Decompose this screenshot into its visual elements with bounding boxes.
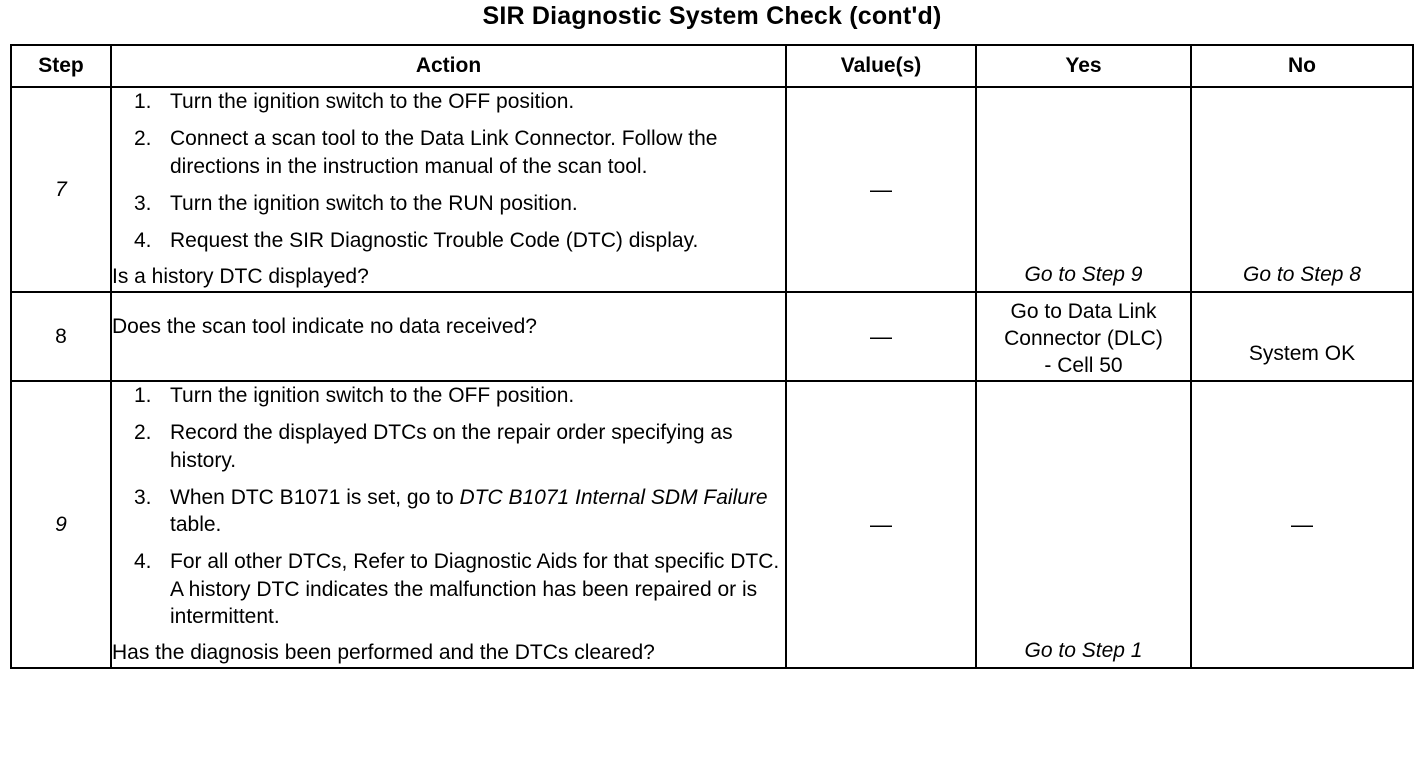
- action-item: 4. For all other DTCs, Refer to Diagnost…: [112, 548, 785, 630]
- diagnostic-table: Step Action Value(s) Yes No 7 1. Turn th…: [10, 44, 1414, 670]
- action-item-number: 2.: [134, 421, 152, 445]
- table-row: 8 Does the scan tool indicate no data re…: [10, 291, 1414, 382]
- action-item-number: 2.: [134, 127, 152, 151]
- no-cell: —: [1190, 379, 1414, 670]
- step-number: 8: [10, 291, 112, 382]
- value-text: —: [870, 323, 892, 349]
- action-item-text-before: When DTC B1071 is set, go to: [170, 485, 460, 509]
- action-cell: 1. Turn the ignition switch to the OFF p…: [110, 85, 787, 294]
- action-item-text: For all other DTCs, Refer to Diagnostic …: [170, 550, 780, 629]
- action-item-number: 3.: [134, 191, 152, 215]
- action-item: 3. Turn the ignition switch to the RUN p…: [112, 190, 785, 217]
- action-item-text: Turn the ignition switch to the RUN posi…: [170, 191, 578, 215]
- action-item-text-italic: DTC B1071 Internal SDM Failure: [459, 485, 768, 509]
- yes-text: Go to Step 1: [1024, 639, 1143, 663]
- step-number: 7: [10, 85, 112, 294]
- action-item-number: 3.: [134, 485, 152, 509]
- yes-text-line-3: - Cell 50: [1044, 354, 1123, 378]
- column-header-yes: Yes: [975, 44, 1192, 88]
- step-number: 9: [10, 379, 112, 670]
- action-item: 1. Turn the ignition switch to the OFF p…: [112, 88, 785, 115]
- action-item: 3. When DTC B1071 is set, go to DTC B107…: [112, 484, 785, 539]
- table-header-row: Step Action Value(s) Yes No: [10, 44, 1414, 88]
- action-item: 2. Connect a scan tool to the Data Link …: [112, 125, 785, 180]
- action-item-number: 4.: [134, 550, 152, 574]
- column-header-step: Step: [10, 44, 112, 88]
- yes-text: Go to Step 9: [1024, 263, 1143, 287]
- no-cell: Go to Step 8: [1190, 85, 1414, 294]
- no-text: —: [1291, 511, 1313, 537]
- table-row: 9 1. Turn the ignition switch to the OFF…: [10, 379, 1414, 670]
- value-cell: —: [785, 85, 977, 294]
- yes-cell: Go to Data Link Connector (DLC) - Cell 5…: [975, 291, 1192, 382]
- cell-spacer: [112, 353, 785, 359]
- action-item-text: Record the displayed DTCs on the repair …: [170, 421, 733, 472]
- action-cell: 1. Turn the ignition switch to the OFF p…: [110, 379, 787, 670]
- table-row: 7 1. Turn the ignition switch to the OFF…: [10, 85, 1414, 294]
- no-text: Go to Step 8: [1243, 263, 1361, 287]
- value-cell: —: [785, 379, 977, 670]
- value-text: —: [870, 176, 892, 202]
- action-question: Does the scan tool indicate no data rece…: [112, 315, 537, 339]
- action-item-text: Turn the ignition switch to the OFF posi…: [170, 90, 575, 113]
- yes-cell: Go to Step 9: [975, 85, 1192, 294]
- column-header-no: No: [1190, 44, 1414, 88]
- action-item-text-after: table.: [170, 513, 222, 537]
- yes-text-line-2: Connector (DLC): [1004, 327, 1163, 351]
- action-question: Has the diagnosis been performed and the…: [112, 641, 655, 665]
- action-item: 1. Turn the ignition switch to the OFF p…: [112, 382, 785, 409]
- page-title: SIR Diagnostic System Check (cont'd): [482, 2, 942, 30]
- action-item-text: Turn the ignition switch to the OFF posi…: [170, 383, 575, 407]
- value-cell: —: [785, 291, 977, 382]
- action-step-list: 1. Turn the ignition switch to the OFF p…: [112, 382, 785, 630]
- column-header-value: Value(s): [785, 44, 977, 88]
- action-item: 4. Request the SIR Diagnostic Trouble Co…: [112, 227, 785, 254]
- action-item-text: Request the SIR Diagnostic Trouble Code …: [170, 229, 699, 253]
- value-text: —: [870, 511, 892, 537]
- action-item: 2. Record the displayed DTCs on the repa…: [112, 419, 785, 474]
- action-item-number: 1.: [134, 383, 152, 407]
- action-cell: Does the scan tool indicate no data rece…: [110, 291, 787, 382]
- action-step-list: 1. Turn the ignition switch to the OFF p…: [112, 88, 785, 254]
- yes-cell: Go to Step 1: [975, 379, 1192, 670]
- yes-text-line-1: Go to Data Link: [1010, 300, 1157, 324]
- no-text: System OK: [1248, 342, 1356, 366]
- action-item-number: 1.: [134, 90, 152, 113]
- action-item-text: Connect a scan tool to the Data Link Con…: [170, 127, 718, 178]
- action-item-number: 4.: [134, 229, 152, 253]
- column-header-action: Action: [110, 44, 787, 88]
- action-question: Is a history DTC displayed?: [112, 265, 369, 289]
- no-cell: System OK: [1190, 291, 1414, 382]
